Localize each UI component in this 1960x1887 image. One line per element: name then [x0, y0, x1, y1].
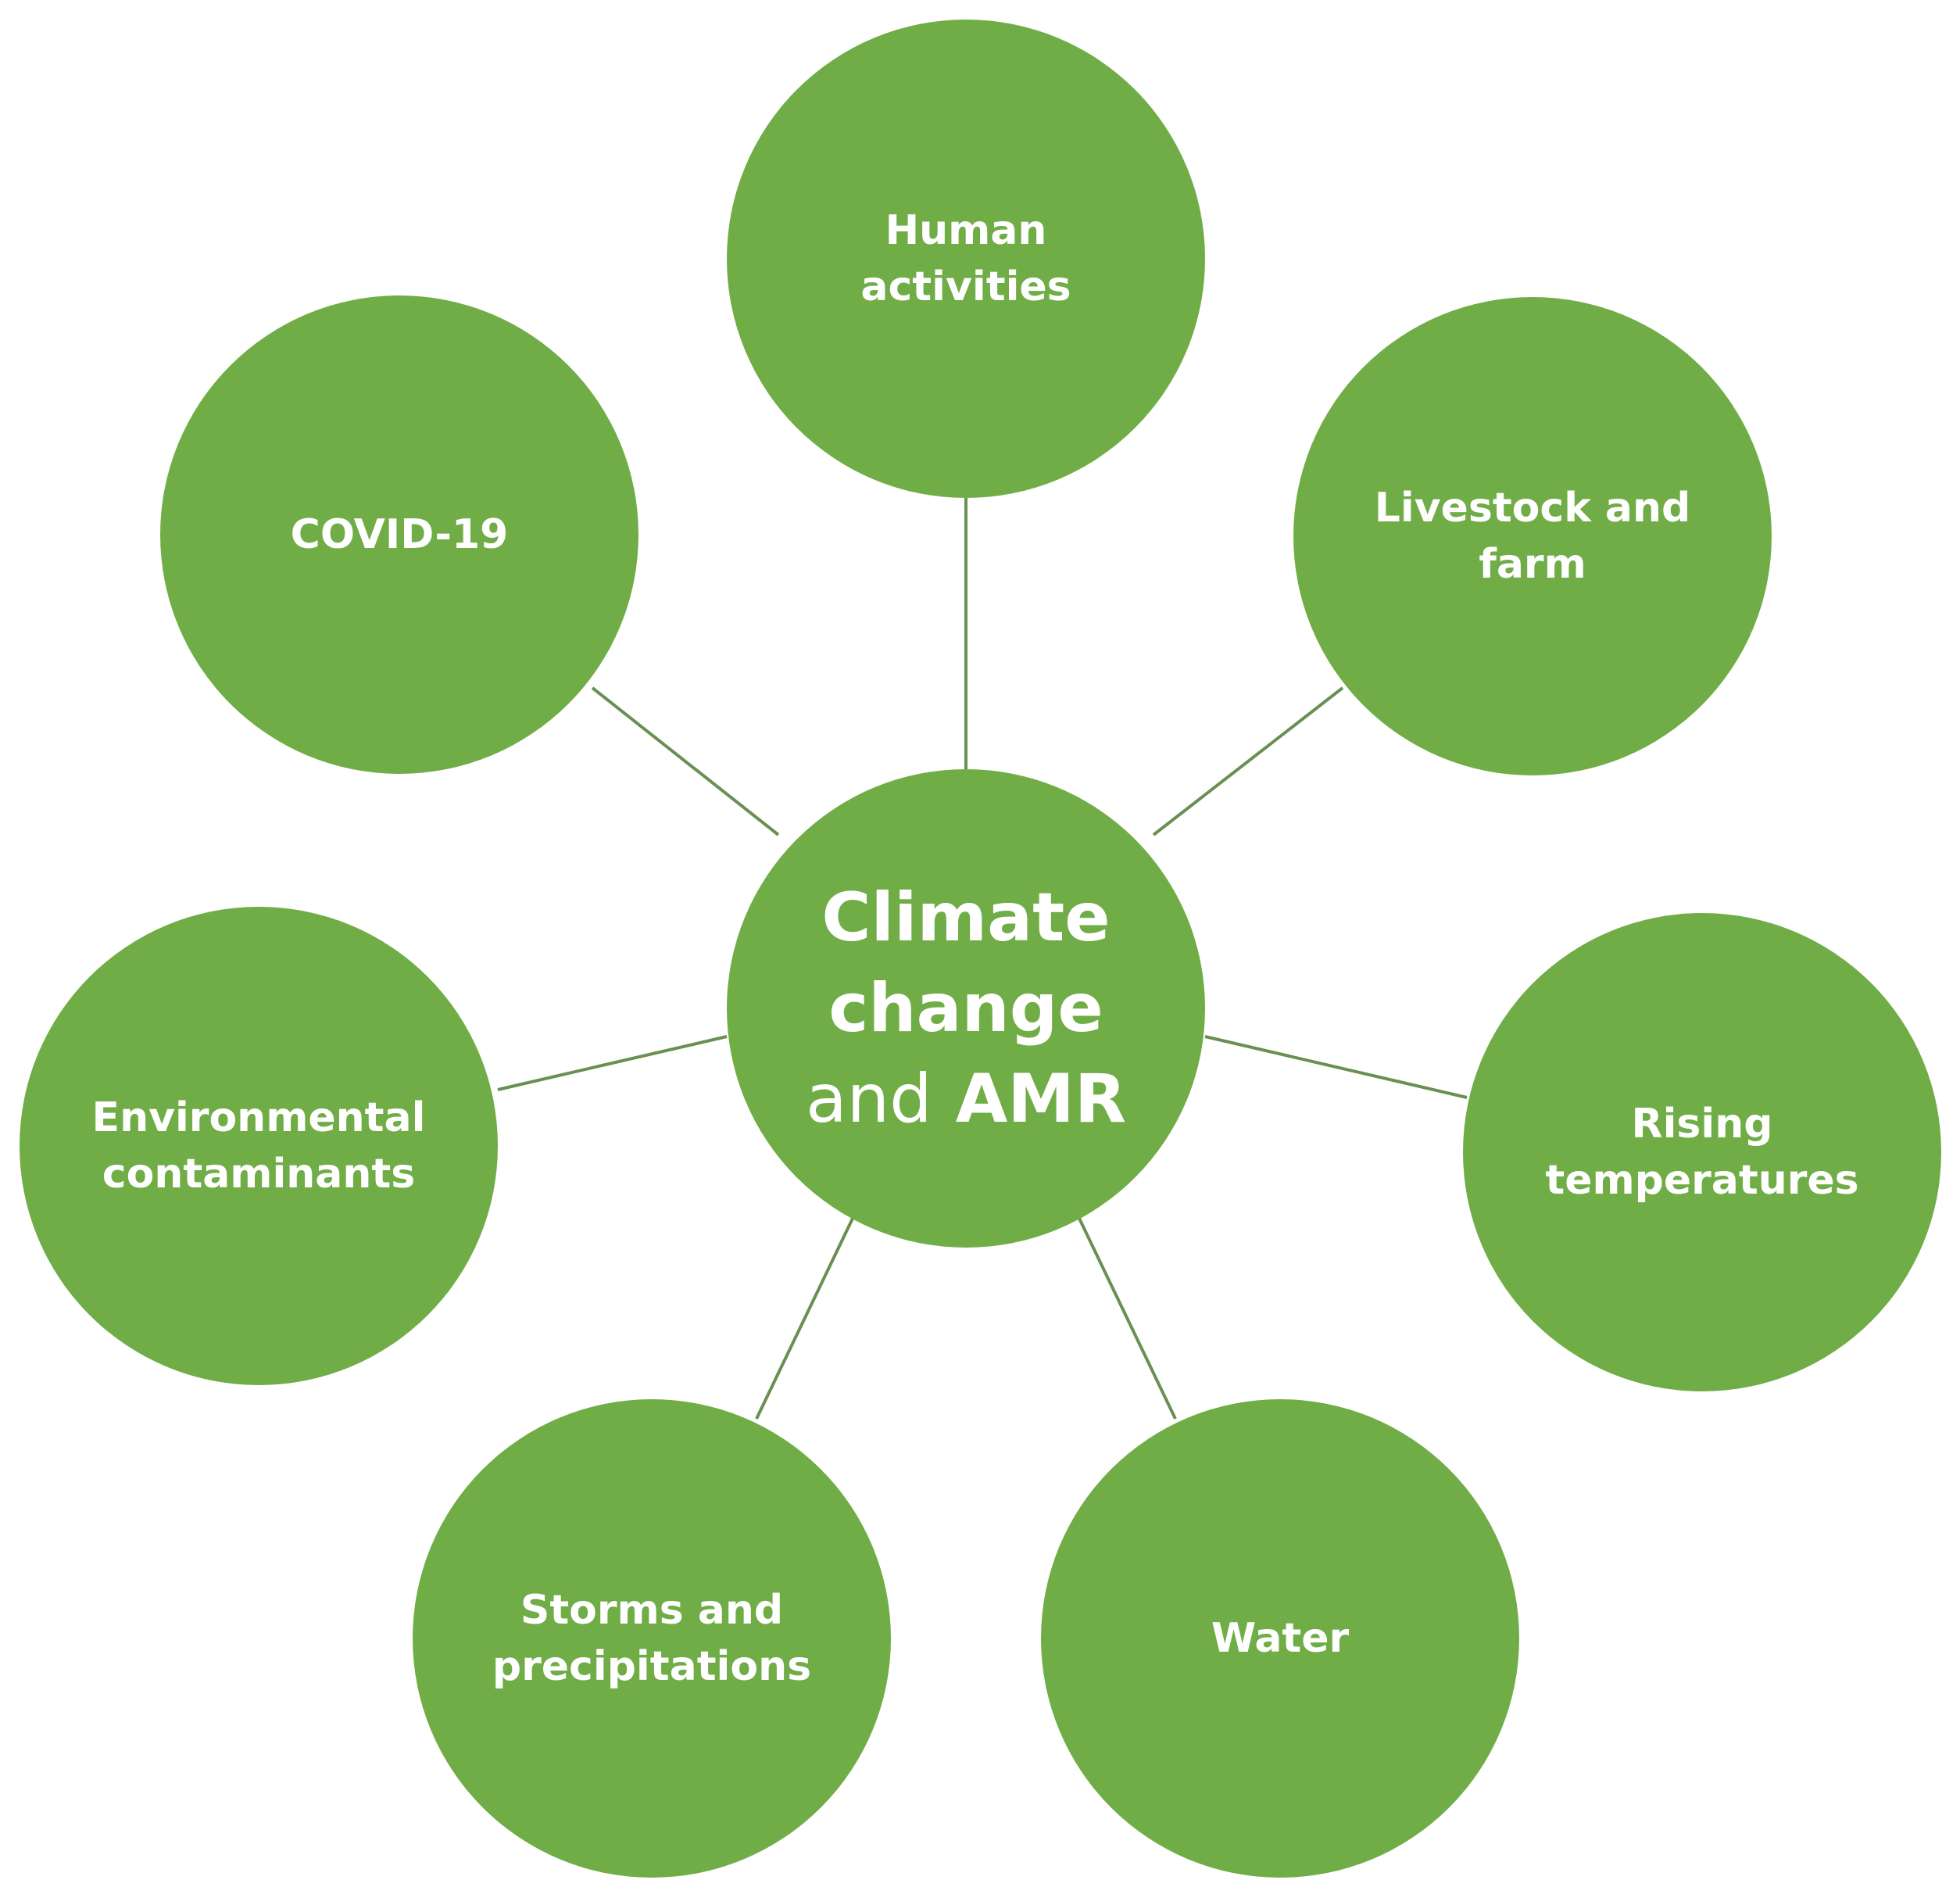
node-rising-temperatures: Rising temperatures [1463, 913, 1941, 1391]
node-livestock-line2: farm [1479, 541, 1586, 588]
center-node-climate-change-and-amr: Climate change and AMR [727, 769, 1205, 1248]
connector-water [1071, 1203, 1177, 1420]
node-storms-line2: precipitations [492, 1643, 812, 1690]
center-line3: and AMR [806, 1054, 1126, 1144]
node-storms-and-precipitations: Storms and precipitations [413, 1399, 891, 1878]
node-water: Water [1041, 1399, 1519, 1878]
node-human-activities-line2: activities [860, 263, 1071, 310]
node-covid-line1: COVID-19 [290, 511, 509, 558]
node-rising-line1: Rising [1631, 1101, 1773, 1148]
node-human-activities-line1: Human [885, 207, 1047, 254]
node-environmental-line2: contaminants [102, 1151, 416, 1198]
node-storms-line1: Storms and [520, 1587, 784, 1634]
connector-rising [1204, 1035, 1468, 1099]
node-water-line1: Water [1211, 1615, 1350, 1662]
node-livestock-line1: Livestock and [1374, 485, 1691, 532]
connector-livestock [1152, 686, 1344, 836]
node-environmental-contaminants: Environmental contaminants [20, 907, 498, 1385]
connector-environmental [497, 1035, 728, 1091]
center-line2: change [828, 969, 1103, 1047]
center-line3-bold: AMR [955, 1060, 1127, 1138]
node-human-activities: Human activities [727, 20, 1205, 498]
connector-storms [755, 1203, 861, 1420]
node-rising-line2: temperatures [1545, 1157, 1859, 1204]
connector-covid [591, 686, 780, 836]
center-line3-light: and [805, 1060, 932, 1138]
node-livestock-and-farm: Livestock and farm [1293, 297, 1772, 775]
node-covid-19: COVID-19 [160, 295, 638, 774]
center-line1: Climate [821, 879, 1111, 957]
node-environmental-line1: Environmental [91, 1094, 426, 1141]
